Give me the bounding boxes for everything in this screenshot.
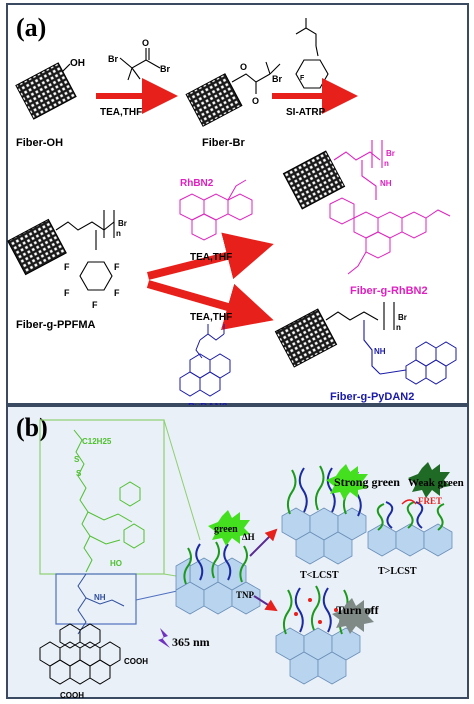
pfma-monomer <box>295 18 329 89</box>
uv-bolt-icon <box>158 628 170 648</box>
starburst-weak <box>408 462 450 498</box>
panel-a-label: (a) <box>16 13 46 42</box>
arrow-tnp <box>253 595 278 612</box>
fiber-oh-label: Fiber-OH <box>16 137 63 149</box>
br-label-5: Br <box>386 149 395 158</box>
nh-label-1: NH <box>380 179 392 188</box>
central-substrate <box>175 557 261 615</box>
br-label-6: Br <box>398 313 407 322</box>
c12h25-label: C12H25 <box>82 437 112 446</box>
f-label-p4: F <box>114 288 120 298</box>
s-label-2: S <box>76 469 82 478</box>
arrow-heat <box>249 528 278 557</box>
fiber-oh-block: OH Fiber-OH <box>15 58 85 149</box>
zoom-box-blue <box>55 573 137 625</box>
fiber-pydan2-block: n Br NH Fiber-g-PyDAN2 <box>274 302 457 403</box>
fiber-rhbn2-label: Fiber-g-RhBN2 <box>350 285 428 297</box>
t-high-label: T>LCST <box>378 566 417 577</box>
s-label-1: S <box>74 455 80 464</box>
br-label-4: Br <box>118 219 127 228</box>
tnp-label: TNP <box>236 590 255 600</box>
state-off-substrate <box>275 627 361 685</box>
state-low-substrate <box>281 507 367 565</box>
step4-label: TEA,THF <box>190 312 232 323</box>
polymer-structure-green <box>73 429 145 573</box>
panel-a-frame <box>6 3 469 405</box>
fret-label: FRET <box>418 496 442 506</box>
cooh-right-label: COOH <box>124 657 148 666</box>
weak-green-label: Weak green <box>408 477 464 489</box>
br-label-1: Br <box>108 54 118 64</box>
panel-b-label: (b) <box>16 413 48 442</box>
o-label-2: O <box>240 62 247 72</box>
br-label-2: Br <box>160 64 170 74</box>
f-label-p5: F <box>92 300 98 310</box>
bromo-reagent <box>119 48 161 81</box>
state-off-chains <box>282 585 349 635</box>
fiber-ppfma-block: n Br F F F F F Fiber-g-PPFMA <box>7 210 127 331</box>
starburst-off <box>332 598 374 634</box>
tnp-molecules <box>294 598 338 624</box>
state-high-substrate <box>367 523 453 557</box>
f-labels-monomer: F <box>300 75 305 82</box>
central-chains <box>183 541 248 585</box>
zoom-line-1 <box>163 419 201 541</box>
gqd-core <box>39 623 121 685</box>
panel-b-frame <box>6 405 469 699</box>
n-label-1: n <box>116 229 121 238</box>
nh-label-2: NH <box>374 347 386 356</box>
turn-off-label: Turn off <box>336 603 380 617</box>
polymer-structure-blue <box>77 573 125 635</box>
step3-label: TEA,THF <box>190 252 232 263</box>
arrow-step4 <box>146 280 274 330</box>
o-label-1: O <box>142 38 149 48</box>
state-high-chains <box>376 501 445 531</box>
step1-label: TEA,THF <box>100 107 142 118</box>
br-label-3: Br <box>272 74 282 84</box>
n-label-2: n <box>384 159 389 168</box>
ho-label: HO <box>110 559 122 568</box>
uv-label: 365 nm <box>172 635 210 649</box>
dh-label: ΔH <box>242 532 255 542</box>
f-label-p1: F <box>64 262 70 272</box>
strong-green-label: Strong green <box>334 475 400 489</box>
step2-label: SI-ATRP <box>286 107 326 118</box>
oh-label: OH <box>70 58 85 69</box>
f-label-p2: F <box>114 262 120 272</box>
cooh-bottom-label: COOH <box>60 691 84 700</box>
pydan2-structure <box>179 324 231 397</box>
n-label-3: n <box>396 323 401 332</box>
fiber-br-label: Fiber-Br <box>202 137 246 149</box>
rhbn2-label: RhBN2 <box>180 178 214 189</box>
starburst-green <box>208 510 250 546</box>
green-label: green <box>214 524 238 535</box>
fiber-br-block: O O Br Fiber-Br <box>185 61 282 149</box>
rhbn2-structure <box>179 179 253 241</box>
fiber-pydan2-label: Fiber-g-PyDAN2 <box>330 391 414 403</box>
f-label-p3: F <box>64 288 70 298</box>
t-low-label: T<LCST <box>300 570 339 581</box>
fiber-rhbn2-block: n Br NH Fiber-g-RhBN2 <box>282 140 451 297</box>
arrow-step3 <box>147 232 274 280</box>
starburst-strong <box>326 464 368 500</box>
o-label-3: O <box>252 96 259 106</box>
nh-label-b: NH <box>94 593 106 602</box>
fret-arrow-icon <box>401 499 417 505</box>
fiber-ppfma-label: Fiber-g-PPFMA <box>16 319 95 331</box>
